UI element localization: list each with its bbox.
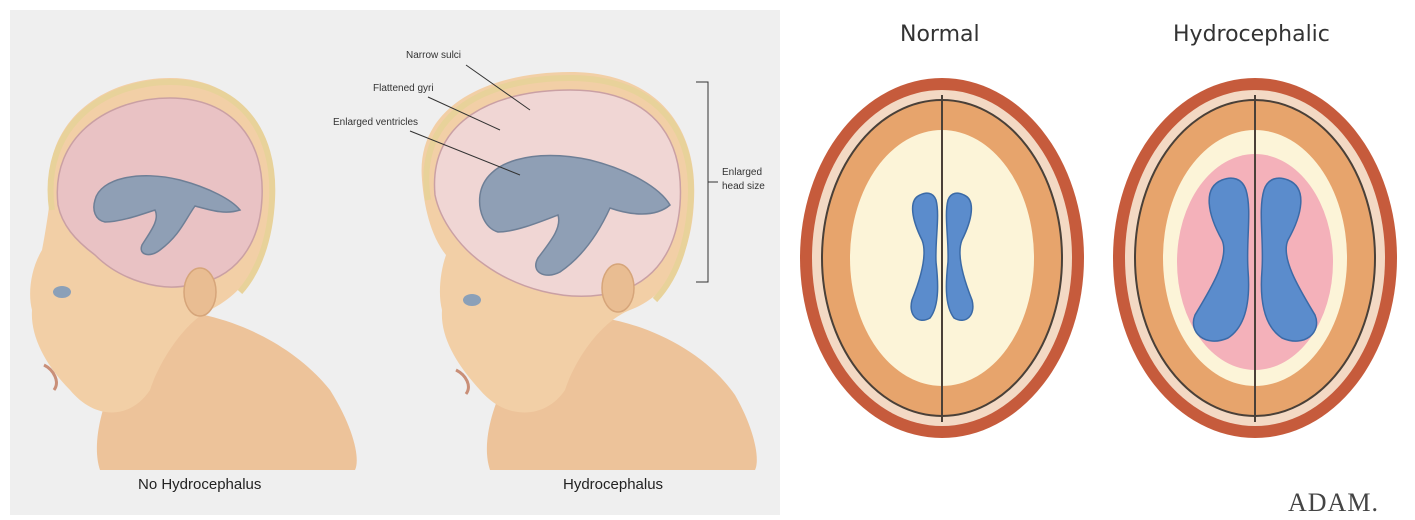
infant-hydro-ear	[602, 264, 634, 312]
title-hydrocephalic: Hydrocephalic	[1173, 22, 1330, 47]
hydrocephalus-comparison-illustration: Narrow sulci Flattened gyri Enlarged ven…	[10, 10, 780, 515]
adam-logo: ADAM.	[1288, 488, 1379, 518]
label-enlarged-head-size-line2: head size	[722, 181, 765, 192]
caption-hydrocephalus: Hydrocephalus	[563, 476, 663, 493]
section-normal	[800, 78, 1084, 438]
infant-normal-ear	[184, 268, 216, 316]
infant-hydrocephalus	[422, 72, 757, 470]
label-narrow-sulci: Narrow sulci	[406, 50, 461, 61]
infant-normal-eye	[53, 286, 71, 298]
bracket-enlarged-head-size	[696, 82, 718, 282]
label-enlarged-head-size-line1: Enlarged	[722, 167, 762, 178]
infant-normal	[30, 78, 357, 470]
axial-sections-drawing	[790, 0, 1415, 520]
label-flattened-gyri: Flattened gyri	[373, 83, 434, 94]
label-enlarged-ventricles: Enlarged ventricles	[333, 117, 418, 128]
title-normal: Normal	[900, 22, 980, 47]
section-hydrocephalic	[1113, 78, 1397, 438]
axial-brain-sections: Normal Hydrocephalic ADAM.	[790, 0, 1415, 520]
infant-hydro-eye	[463, 294, 481, 306]
caption-no-hydrocephalus: No Hydrocephalus	[138, 476, 261, 493]
